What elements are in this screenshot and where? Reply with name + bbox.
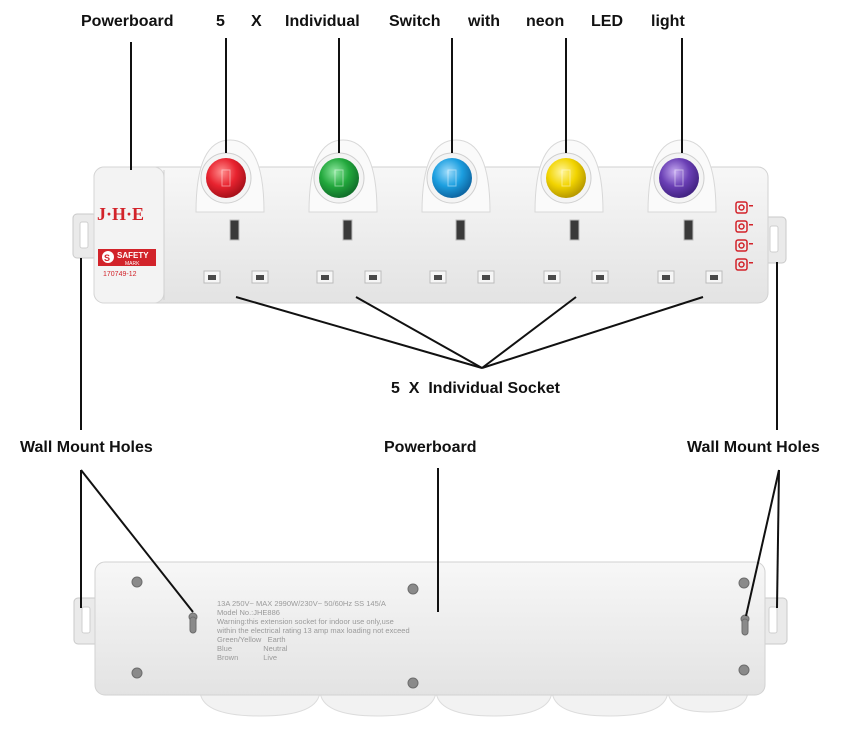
safety-mark-badge: S SAFETY MARK — [98, 249, 156, 267]
leader-socket-3 — [481, 296, 577, 369]
leader-socket-2 — [355, 296, 483, 369]
wall-mount-right-label: Wall Mount Holes — [687, 439, 820, 456]
rear-board-body — [94, 561, 766, 696]
title-word-3: Individual — [285, 13, 360, 30]
indicator-icon-2 — [735, 220, 748, 233]
title-word-5: with — [468, 13, 500, 30]
rating-info-text: 13A 250V~ MAX 2990W/230V~ 50/60Hz SS 145… — [216, 599, 410, 662]
rating-line-2: Model No.:JHE886 — [217, 608, 280, 617]
rear-screw — [131, 576, 143, 588]
switch-blue — [426, 152, 478, 204]
sockets-label: 5 X Individual Socket — [391, 380, 560, 397]
rear-screw — [407, 677, 419, 689]
title-word-7: LED — [591, 13, 623, 30]
indicator-icon-4 — [735, 258, 748, 271]
neon-led-switch-blue — [432, 158, 472, 198]
socket-2-earth-slot — [342, 219, 353, 241]
leader-socket-1 — [235, 296, 483, 369]
socket-4-earth-slot — [569, 219, 580, 241]
keyhole-right — [740, 614, 750, 636]
powerboard-bottom-label: Powerboard — [384, 439, 477, 456]
safety-mark-bottom-text: MARK — [125, 261, 140, 267]
neon-led-switch-red — [206, 158, 246, 198]
safety-mark-top-text: SAFETY — [117, 251, 149, 260]
title-word-2: X — [251, 13, 262, 30]
keyhole-left — [188, 612, 198, 634]
top-powerboard: J·H·E S SAFETY MARK 170749-12 — [72, 139, 787, 304]
bottom-powerboard: 13A 250V~ MAX 2990W/230V~ 50/60Hz SS 145… — [73, 561, 788, 717]
rear-screw — [738, 664, 750, 676]
leader-wall-right-2 — [776, 469, 780, 609]
leader-wall-left-2 — [80, 469, 194, 613]
rear-screw — [407, 583, 419, 595]
neon-led-switch-yellow — [546, 158, 586, 198]
powerboard-top-label: Powerboard — [81, 13, 174, 30]
brand-logo: J·H·E — [97, 204, 144, 224]
rear-screw — [738, 577, 750, 589]
neon-led-switch-purple — [659, 158, 699, 198]
leader-lines — [80, 38, 780, 617]
rating-line-5: Green/Yellow Earth — [217, 635, 286, 644]
title-word-8: light — [651, 13, 685, 30]
rating-line-4: within the electrical rating 13 amp max … — [216, 626, 410, 635]
switch-yellow — [540, 152, 592, 204]
approval-number: 170749-12 — [103, 271, 137, 278]
leader-socket-4 — [481, 296, 704, 369]
rating-line-1: 13A 250V~ MAX 2990W/230V~ 50/60Hz SS 145… — [217, 599, 386, 608]
leader-wall-right-1 — [745, 469, 780, 617]
socket-3-earth-slot — [455, 219, 466, 241]
neon-led-switch-green — [319, 158, 359, 198]
svg-text:S: S — [104, 253, 110, 263]
wall-mount-left-label: Wall Mount Holes — [20, 439, 153, 456]
rating-line-3: Warning:this extension socket for indoor… — [217, 617, 394, 626]
title-word-1: 5 — [216, 13, 225, 30]
indicator-icons — [735, 201, 748, 271]
switch-purple — [653, 152, 705, 204]
title-word-6: neon — [526, 13, 565, 30]
indicator-icon-1 — [735, 201, 748, 214]
title-word-4: Switch — [389, 13, 441, 30]
indicator-icon-3 — [735, 239, 748, 252]
socket-1-earth-slot — [229, 219, 240, 241]
rear-screw — [131, 667, 143, 679]
switch-green — [313, 152, 365, 204]
rating-line-6: Blue Neutral — [217, 644, 288, 653]
switch-red — [200, 152, 252, 204]
rating-line-7: Brown Live — [217, 653, 277, 662]
socket-5-earth-slot — [683, 219, 694, 241]
